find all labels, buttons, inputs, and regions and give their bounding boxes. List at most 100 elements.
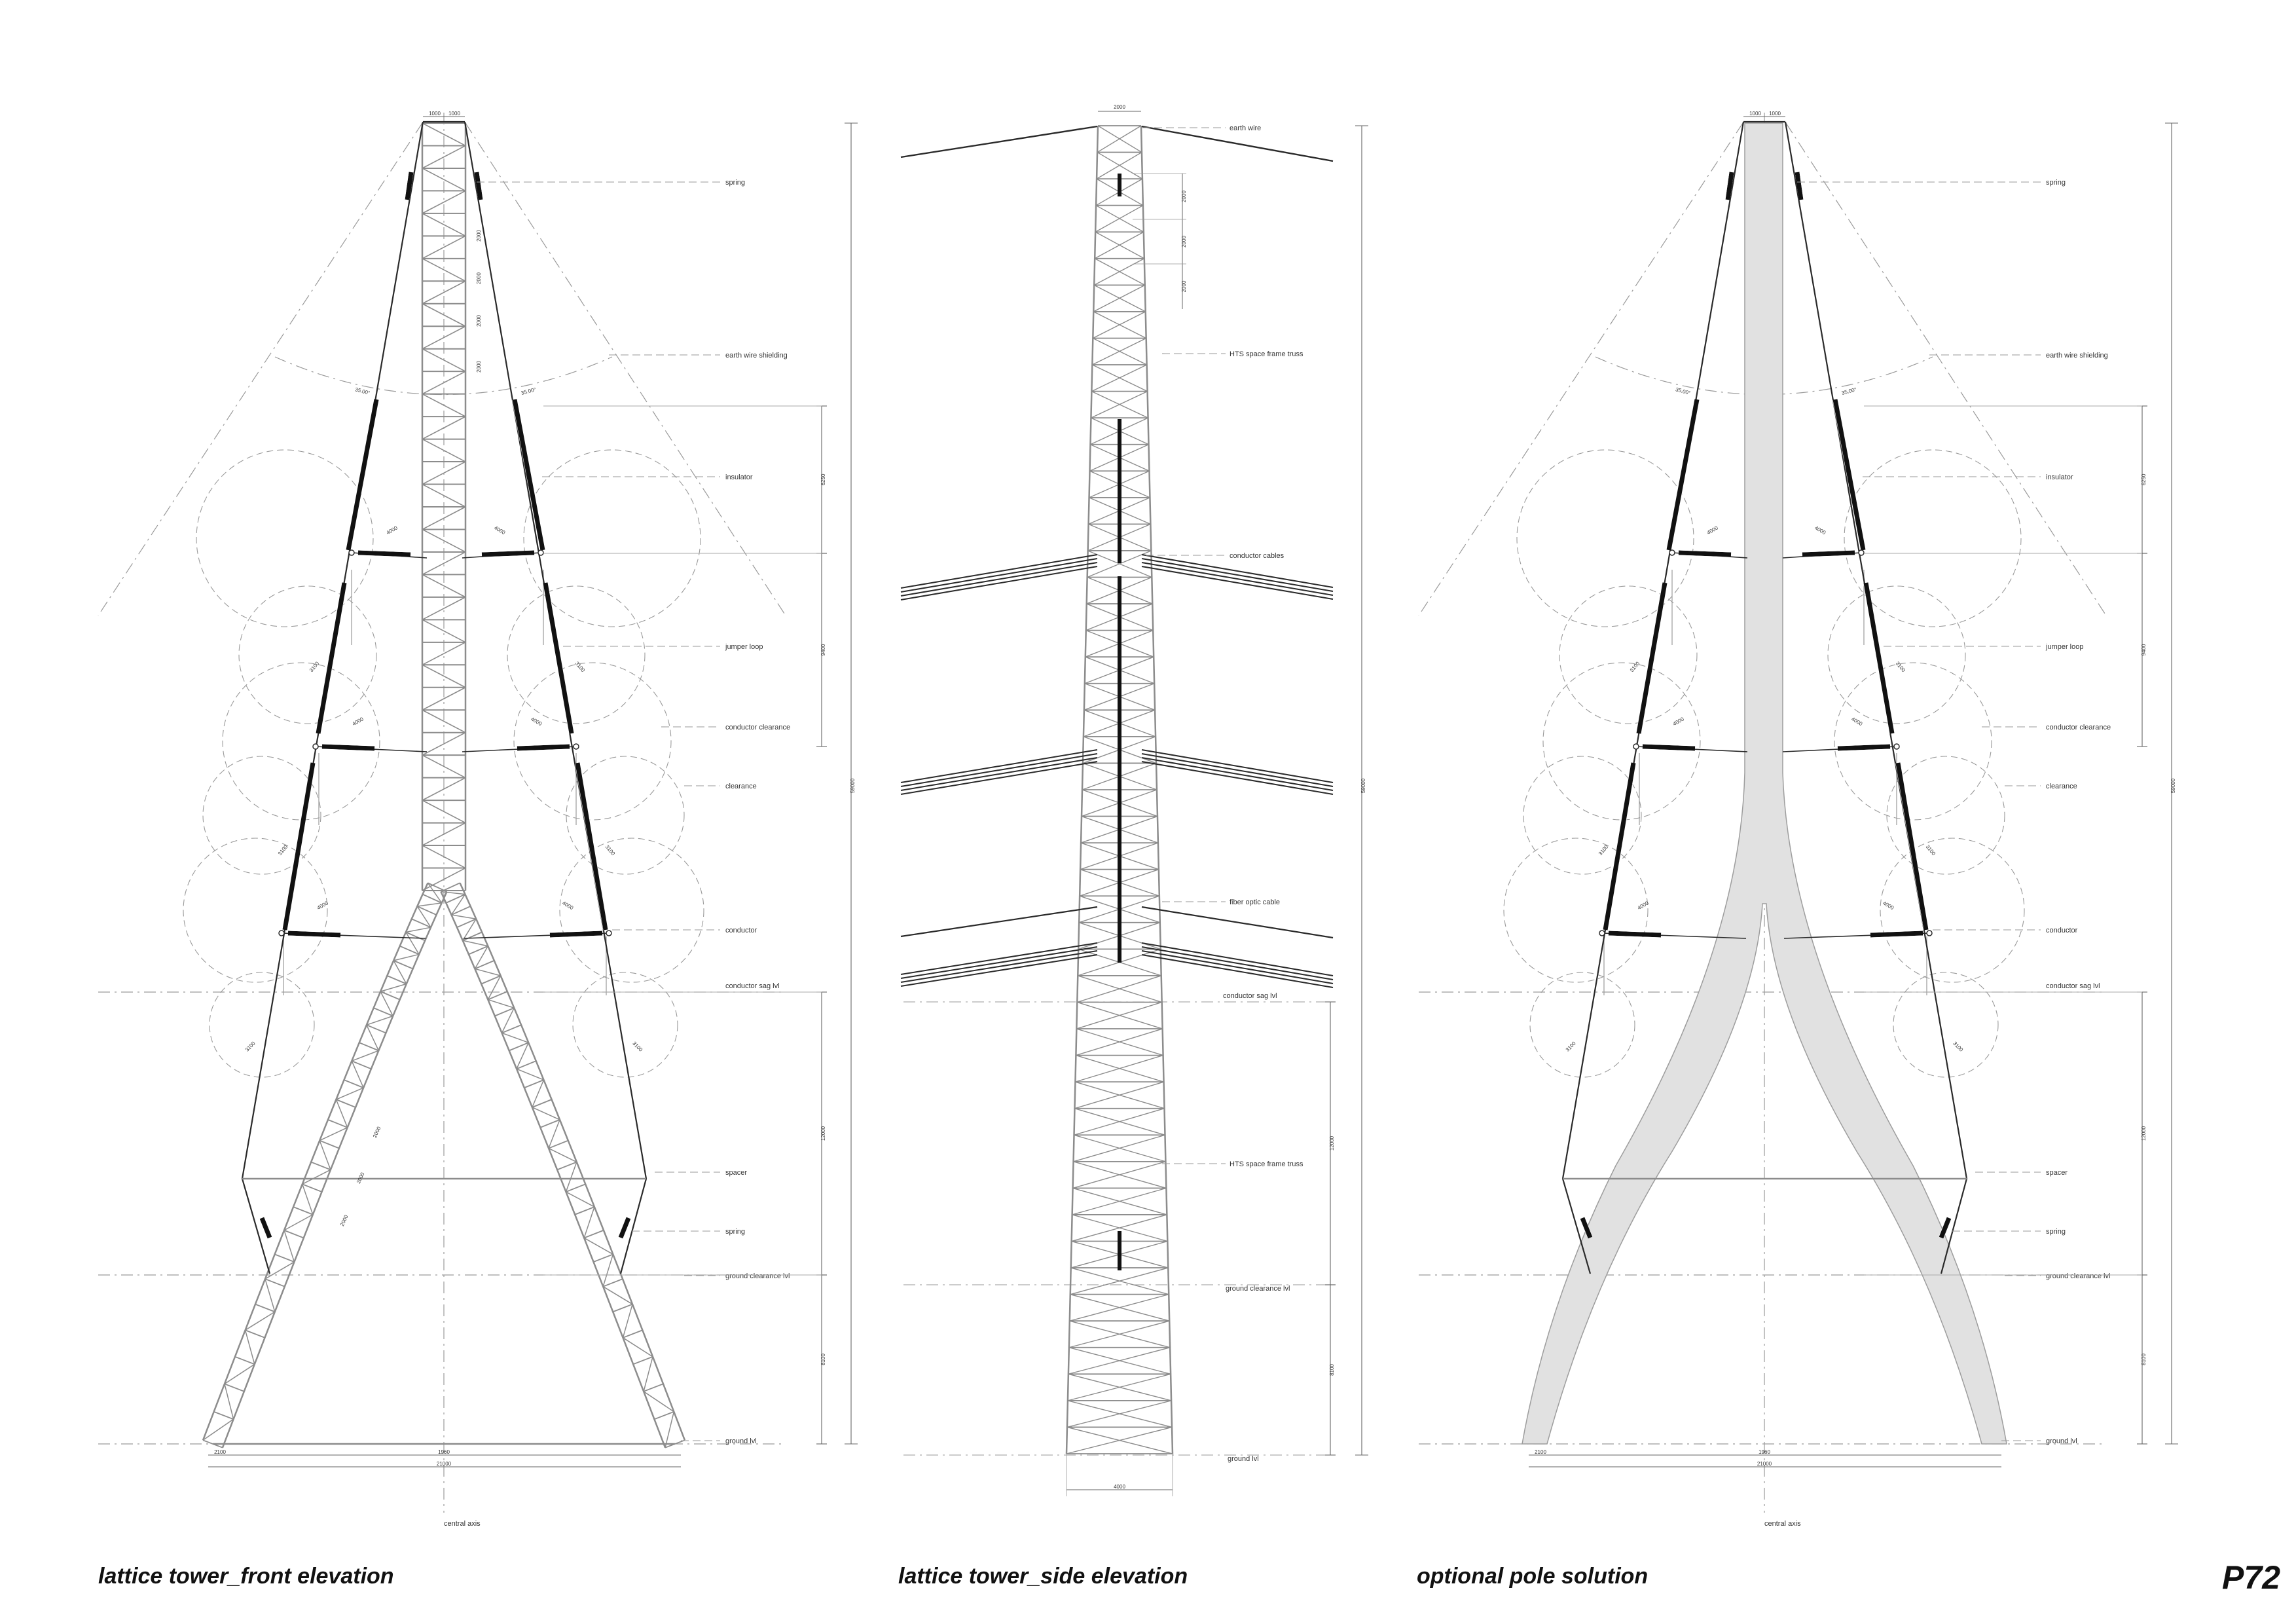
shield-ray-left — [98, 122, 423, 616]
dim-leg-2: 2000 — [355, 1171, 366, 1184]
conductor-bundle-lower-left — [900, 946, 1098, 979]
label-earth-wire-shielding: earth wire shielding — [2046, 352, 2108, 360]
conductor-bundle-lower-left — [900, 942, 1098, 975]
label-insulator: insulator — [2046, 473, 2073, 481]
conductor-bundle-upper-left — [900, 554, 1098, 589]
dim-base-center: 1960 — [438, 1449, 450, 1455]
conductor-node — [573, 743, 579, 750]
dim-angle-right: 35.00° — [1841, 386, 1857, 396]
spring-insulator-right — [474, 172, 483, 200]
label-spring-top: spring — [725, 179, 745, 187]
dim-leg-3: 2000 — [339, 1213, 350, 1227]
lattice-leg-right — [440, 882, 686, 1449]
clearance-circle — [1529, 972, 1635, 1078]
page-number: P72 — [2222, 1559, 2280, 1596]
clearance-circle — [1827, 585, 1966, 724]
dim-arm-mid-left: 4000 — [352, 716, 365, 727]
shield-ray-left — [1418, 122, 1743, 616]
insulator-string-left-2 — [1636, 582, 1667, 734]
spring-insulator-left — [1725, 172, 1734, 200]
shield-angle-arc — [1595, 356, 1933, 396]
label-conductor-sag-lvl: conductor sag lvl — [1223, 992, 1277, 1000]
label-insulator: insulator — [725, 473, 753, 481]
dim-label-ground-clearance-span: 8100 — [2141, 1354, 2147, 1365]
side-lattice-mast — [1065, 125, 1174, 1454]
clearance-circle — [1542, 662, 1701, 821]
dim-arm-top-right: 4000 — [493, 525, 506, 536]
clearance-circle — [202, 756, 321, 875]
frame-cable-right-lower — [619, 1178, 647, 1274]
conductor-bundle-upper-right — [1141, 554, 1334, 588]
arm-insulator-right-3 — [1870, 931, 1923, 938]
insulator-string-right-3 — [1895, 762, 1929, 931]
label-fiber-optic-cable: fiber optic cable — [1230, 898, 1280, 906]
conductor-node — [278, 930, 285, 936]
earth-wire-left — [900, 125, 1098, 158]
side-elevation-title: lattice tower_side elevation — [898, 1564, 1188, 1589]
pole-body — [1522, 122, 2007, 1445]
clearance-circle — [507, 585, 646, 724]
clearance-circle — [523, 449, 701, 627]
dim-mast-3: 2000 — [476, 315, 482, 327]
label-jumper-loop: jumper loop — [725, 643, 763, 651]
conductor-bundle-lower-left — [900, 954, 1098, 987]
spring-bottom-right — [618, 1217, 631, 1239]
conductor-node — [1926, 930, 1933, 936]
label-ground-clearance-lvl: ground clearance lvl — [725, 1272, 790, 1280]
dim-mast-1: 2000 — [476, 230, 482, 242]
dim-label-jumper-span: 9400 — [2141, 644, 2147, 655]
conductor-node — [1858, 549, 1865, 556]
label-spring-bottom: spring — [2046, 1228, 2066, 1236]
clearance-circle — [1893, 972, 1999, 1078]
dim-base-center: 1960 — [1758, 1449, 1770, 1455]
clearance-circle — [1834, 662, 1992, 821]
spring-bottom-left — [259, 1217, 272, 1239]
dim-mast-4: 2000 — [476, 361, 482, 373]
label-conductor-cables: conductor cables — [1230, 552, 1285, 560]
label-ground-lvl: ground lvl — [1228, 1455, 1259, 1463]
fiber-optic-left — [900, 906, 1098, 938]
arm-insulator-left-3 — [287, 931, 341, 938]
label-earth-wire-shielding: earth wire shielding — [725, 352, 788, 360]
label-spring-top: spring — [2046, 179, 2066, 187]
dim-height-total: 59000 — [2170, 778, 2176, 793]
dim-angle-left: 35.00° — [354, 386, 371, 396]
insulator-string-right-1 — [512, 399, 545, 551]
label-conductor-sag-lvl: conductor sag lvl — [725, 982, 780, 990]
dim-label-sag-span: 12000 — [2141, 1126, 2147, 1141]
side-dim-label-sag-span: 12000 — [1329, 1135, 1335, 1151]
side-dim-top-width: 2000 — [1114, 104, 1125, 110]
label-ground-clearance-lvl: ground clearance lvl — [2046, 1272, 2110, 1280]
spring-insulator-right — [1795, 172, 1804, 200]
insulator-string-right-3 — [575, 762, 608, 931]
clearance-circle — [1880, 838, 2025, 983]
conductor-bundle-middle-right — [1141, 761, 1334, 795]
label-conductor: conductor — [2046, 927, 2078, 934]
side-insulator-string-2 — [1118, 576, 1121, 766]
dim-clear-5: 3100 — [1565, 1040, 1577, 1052]
label-spacer: spacer — [2046, 1169, 2068, 1177]
dim-base-total: 21000 — [437, 1461, 452, 1467]
dim-arm-top-left: 4000 — [1706, 525, 1719, 536]
dim-label-insulator-span: 6250 — [820, 473, 826, 485]
earth-wire-right — [1141, 125, 1334, 162]
conductor-node — [606, 930, 612, 936]
dim-clear-4: 3100 — [604, 844, 617, 857]
dim-clear-2: 3100 — [1895, 661, 1907, 674]
side-insulator-string-3 — [1118, 766, 1121, 963]
side-dim-height-total: 59000 — [1360, 778, 1366, 793]
conductor-bundle-upper-left — [900, 566, 1098, 600]
label-spring-bottom: spring — [725, 1228, 745, 1236]
label-conductor-clearance: conductor clearance — [725, 724, 790, 731]
front-elevation-title: lattice tower_front elevation — [98, 1564, 394, 1589]
dim-label-insulator-span: 6250 — [2141, 473, 2147, 485]
spring-bottom-left — [1580, 1217, 1593, 1239]
clearance-circle — [238, 585, 377, 724]
conductor-node — [1599, 930, 1605, 936]
dim-leg-1: 2000 — [372, 1125, 382, 1138]
frame-cable-right-lower — [1940, 1178, 1968, 1274]
spring-insulator-left — [405, 172, 414, 200]
conductor-node — [1633, 743, 1639, 750]
clearance-circle — [1844, 449, 2022, 627]
insulator-string-right-2 — [1863, 582, 1895, 734]
